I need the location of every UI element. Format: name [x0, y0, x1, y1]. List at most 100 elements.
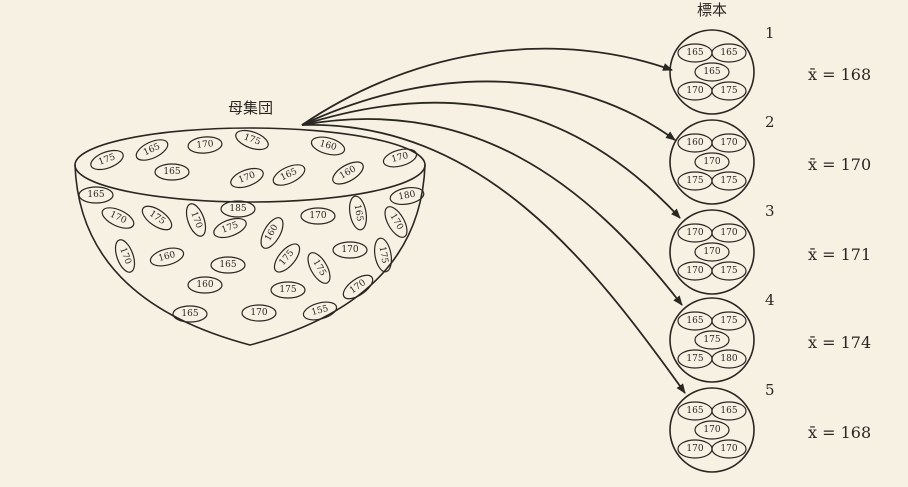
token-value: 165	[720, 406, 737, 416]
sample-mean: x̄ = 168	[808, 423, 871, 442]
sample-5: 165 165 170 170 170 5 x̄ = 168	[670, 381, 871, 472]
token-value: 165	[686, 316, 703, 326]
value-token: 160	[257, 214, 288, 251]
token-value: 170	[250, 308, 267, 318]
token-value: 165	[181, 309, 198, 319]
arrow-to-sample-5	[302, 125, 685, 393]
token-value: 165	[720, 48, 737, 58]
token-value: 170	[390, 151, 409, 165]
value-token: 170	[99, 204, 137, 233]
value-token: 175	[304, 249, 335, 286]
value-token: 165	[211, 257, 245, 273]
sample-number: 2	[765, 113, 775, 131]
token-value: 165	[686, 406, 703, 416]
token-value: 170	[720, 138, 737, 148]
token-value: 180	[720, 354, 737, 364]
value-token: 180	[712, 350, 746, 368]
samples-column: 165165165170175 1 x̄ = 168 1601701701751…	[670, 24, 871, 472]
token-value: 165	[686, 48, 703, 58]
sample-tokens: 170170170170175	[678, 224, 746, 280]
value-token: 175	[233, 127, 270, 154]
value-token: 165	[79, 187, 113, 203]
token-value: 175	[686, 354, 703, 364]
token-value: 170	[387, 212, 404, 232]
value-token: 170	[695, 153, 729, 171]
token-value: 175	[686, 176, 703, 186]
value-token: 170	[695, 243, 729, 261]
value-token: 165	[712, 402, 746, 420]
value-token: 160	[678, 134, 712, 152]
value-token: 175	[712, 172, 746, 190]
value-token: 160	[149, 245, 186, 269]
token-value: 175	[720, 176, 737, 186]
token-value: 175	[703, 335, 720, 345]
value-token: 175	[678, 172, 712, 190]
value-token: 165	[133, 136, 171, 165]
value-token: 170	[712, 134, 746, 152]
population-tokens: 1751651701751601701651701651601651801701…	[79, 127, 425, 323]
sample-tokens: 165 165 170 170 170	[678, 402, 746, 458]
token-value: 160	[157, 250, 176, 264]
population-label: 母集団	[228, 99, 273, 117]
population-bowl: 1751651701751601701651701651601651801701…	[75, 127, 425, 345]
value-token: 165	[678, 402, 712, 420]
value-token: 175	[138, 202, 175, 235]
token-value: 175	[720, 86, 737, 96]
value-token: 170	[678, 440, 712, 458]
value-token: 175	[712, 262, 746, 280]
value-token: 170	[187, 136, 222, 155]
token-value: 170	[348, 278, 368, 296]
value-token: 175	[211, 215, 248, 242]
value-token: 170	[301, 208, 335, 224]
value-token: 170	[228, 165, 265, 192]
value-token: 175	[271, 282, 305, 298]
token-value: 170	[720, 228, 737, 238]
value-token: 165	[270, 161, 308, 190]
token-value: 165	[352, 204, 365, 223]
value-token: 170	[712, 224, 746, 242]
token-value: 165	[219, 260, 236, 270]
token-value: 170	[720, 444, 737, 454]
token-value: 160	[686, 138, 703, 148]
token-value: 180	[398, 190, 417, 203]
value-token: 170	[678, 82, 712, 100]
value-token: 185	[221, 201, 255, 217]
token-value: 165	[87, 190, 104, 200]
sample-number: 5	[765, 381, 775, 399]
value-token: 175	[372, 237, 394, 273]
sample-mean: x̄ = 174	[808, 333, 871, 352]
value-token: 170	[678, 224, 712, 242]
value-token: 165	[155, 164, 189, 180]
token-value: 160	[263, 223, 280, 243]
token-value: 175	[147, 209, 167, 227]
sample-1: 165165165170175 1 x̄ = 168	[670, 24, 871, 114]
value-token: 160	[329, 158, 366, 189]
token-value: 170	[686, 266, 703, 276]
value-token: 175	[695, 331, 729, 349]
sample-mean: x̄ = 171	[808, 245, 871, 264]
sample-mean: x̄ = 168	[808, 65, 871, 84]
value-token: 170	[695, 421, 729, 439]
value-token: 170	[712, 440, 746, 458]
token-value: 175	[310, 258, 327, 278]
sample-tokens: 160 170 170 175 175	[678, 134, 746, 190]
sample-header: 標本	[697, 1, 727, 19]
sample-number: 3	[765, 202, 775, 220]
value-token: 170	[183, 201, 210, 238]
sample-number: 1	[765, 24, 775, 42]
sample-tokens: 165165165170175	[678, 44, 746, 100]
value-token: 155	[302, 299, 339, 323]
token-value: 175	[720, 316, 737, 326]
token-value: 170	[686, 444, 703, 454]
value-token: 165	[347, 195, 369, 231]
sample-number: 4	[765, 291, 775, 309]
token-value: 160	[338, 164, 358, 181]
token-value: 170	[686, 228, 703, 238]
value-token: 165	[695, 63, 729, 81]
value-token: 165	[678, 312, 712, 330]
token-value: 160	[196, 280, 213, 290]
token-value: 175	[377, 246, 390, 265]
